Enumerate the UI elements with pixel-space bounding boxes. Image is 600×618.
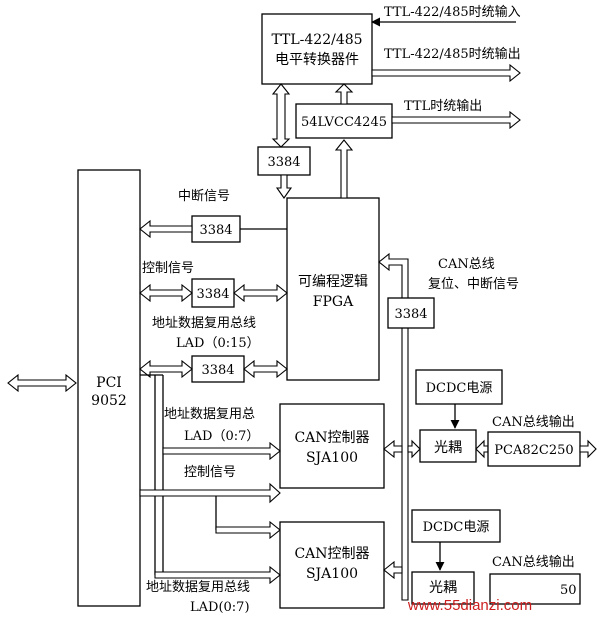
lvcc-to-converter-arrow — [334, 83, 354, 105]
lad15-title: 地址数据复用总线 — [152, 316, 256, 331]
lvcc4245-box — [295, 103, 393, 139]
can2-to-bus-arrow — [383, 560, 403, 580]
opto1-label: 光耦 — [434, 440, 462, 456]
ttl-converter-box — [261, 13, 373, 85]
partial-label: 50 — [560, 583, 577, 598]
can1-line2: SJA100 — [306, 450, 358, 466]
ttl-output-label: TTL-422/485时统输出 — [384, 46, 521, 62]
fpga-to-lvcc-arrow — [334, 139, 354, 199]
lad7-title: 地址数据复用总 — [164, 407, 255, 422]
pci-box-line2: 9052 — [91, 393, 127, 409]
lad15-arrow-right — [243, 359, 288, 379]
control1-arrow-left — [139, 283, 193, 303]
dcdc2-label: DCDC电源 — [423, 520, 490, 535]
control2-branch-arrow — [215, 520, 281, 540]
fpga-line2: FPGA — [313, 294, 354, 310]
can2-line2: SJA100 — [306, 566, 358, 582]
converter-buffer-arrow — [271, 83, 291, 148]
interrupt-label: 中断信号 — [178, 189, 230, 204]
pca82c250-box — [487, 431, 581, 467]
buffer-control-label: 3384 — [196, 287, 229, 302]
can-output-2-label: CAN总线输出 — [492, 554, 575, 570]
can2-line1: CAN控制器 — [294, 546, 369, 562]
lad7-range: LAD（0:7） — [184, 429, 259, 444]
dcdc-2-box — [411, 509, 501, 543]
ttl-input-label: TTL-422/485时统输入 — [384, 4, 521, 20]
dcdc1-label: DCDC电源 — [426, 381, 493, 396]
lad7b-arrow — [154, 565, 281, 585]
ttl-clock-output-arrow — [391, 110, 521, 130]
pci-bus-arrow — [7, 373, 77, 393]
buffer-can-label: 3384 — [394, 307, 427, 322]
can-controller-1-box — [279, 403, 385, 489]
pca-label: PCA82C250 — [494, 443, 573, 458]
bus-to-opto1-arrow — [407, 439, 421, 459]
ttl-clock-output-label: TTL时统输出 — [404, 98, 482, 114]
opto1-pca-arrow — [475, 439, 489, 459]
reset-interrupt-label: 复位、中断信号 — [428, 277, 519, 292]
lad15-arrow-left — [139, 359, 193, 379]
control2-label: 控制信号 — [184, 465, 236, 480]
can-output-1-label: CAN总线输出 — [492, 414, 575, 430]
ttl-converter-line1: TTL-422/485 — [271, 32, 362, 48]
opto-2-box — [411, 571, 475, 605]
fpga-line1: 可编程逻辑 — [298, 274, 368, 290]
control1-arrow-right — [233, 283, 288, 303]
buffer-top-label: 3384 — [267, 155, 300, 170]
ttl-converter-line2: 电平转换器件 — [275, 51, 359, 68]
buffer-fpga-arrow — [275, 174, 293, 199]
pca-2-box — [489, 573, 581, 605]
ttl-output-arrow — [371, 63, 521, 83]
buffer-lad-label: 3384 — [201, 363, 234, 378]
buffer-interrupt-label: 3384 — [199, 223, 232, 238]
fpga-can-bus-arrow — [378, 252, 409, 601]
lad7b-range: LAD(0:7) — [190, 600, 250, 615]
pci-box-line1: PCI — [96, 375, 122, 391]
can-bus-label: CAN总线 — [438, 257, 495, 272]
fpga-box — [286, 197, 380, 381]
control1-label: 控制信号 — [142, 261, 194, 276]
buffer-3384-lad — [191, 355, 245, 383]
can1-to-bus-arrow — [383, 439, 403, 459]
opto-1-box — [419, 429, 477, 463]
pci-9052-box — [77, 169, 141, 607]
control2-arrow — [139, 482, 281, 504]
can1-line1: CAN控制器 — [294, 430, 369, 446]
interrupt-arrow-left — [139, 219, 193, 239]
buffer-3384-control — [191, 278, 235, 308]
lad15-range: LAD（0:15） — [176, 336, 260, 351]
lad7b-title: 地址数据复用总线 — [146, 580, 250, 595]
lvcc4245-label: 54LVCC4245 — [301, 115, 387, 130]
lad7-arrow — [162, 441, 281, 461]
opto2-label: 光耦 — [429, 580, 457, 596]
buffer-3384-can — [387, 297, 435, 329]
can-output-1-arrow — [579, 439, 597, 459]
dcdc-1-box — [415, 369, 503, 405]
can-controller-2-box — [279, 521, 385, 609]
watermark-text: www.55dianzi.com — [407, 597, 532, 614]
